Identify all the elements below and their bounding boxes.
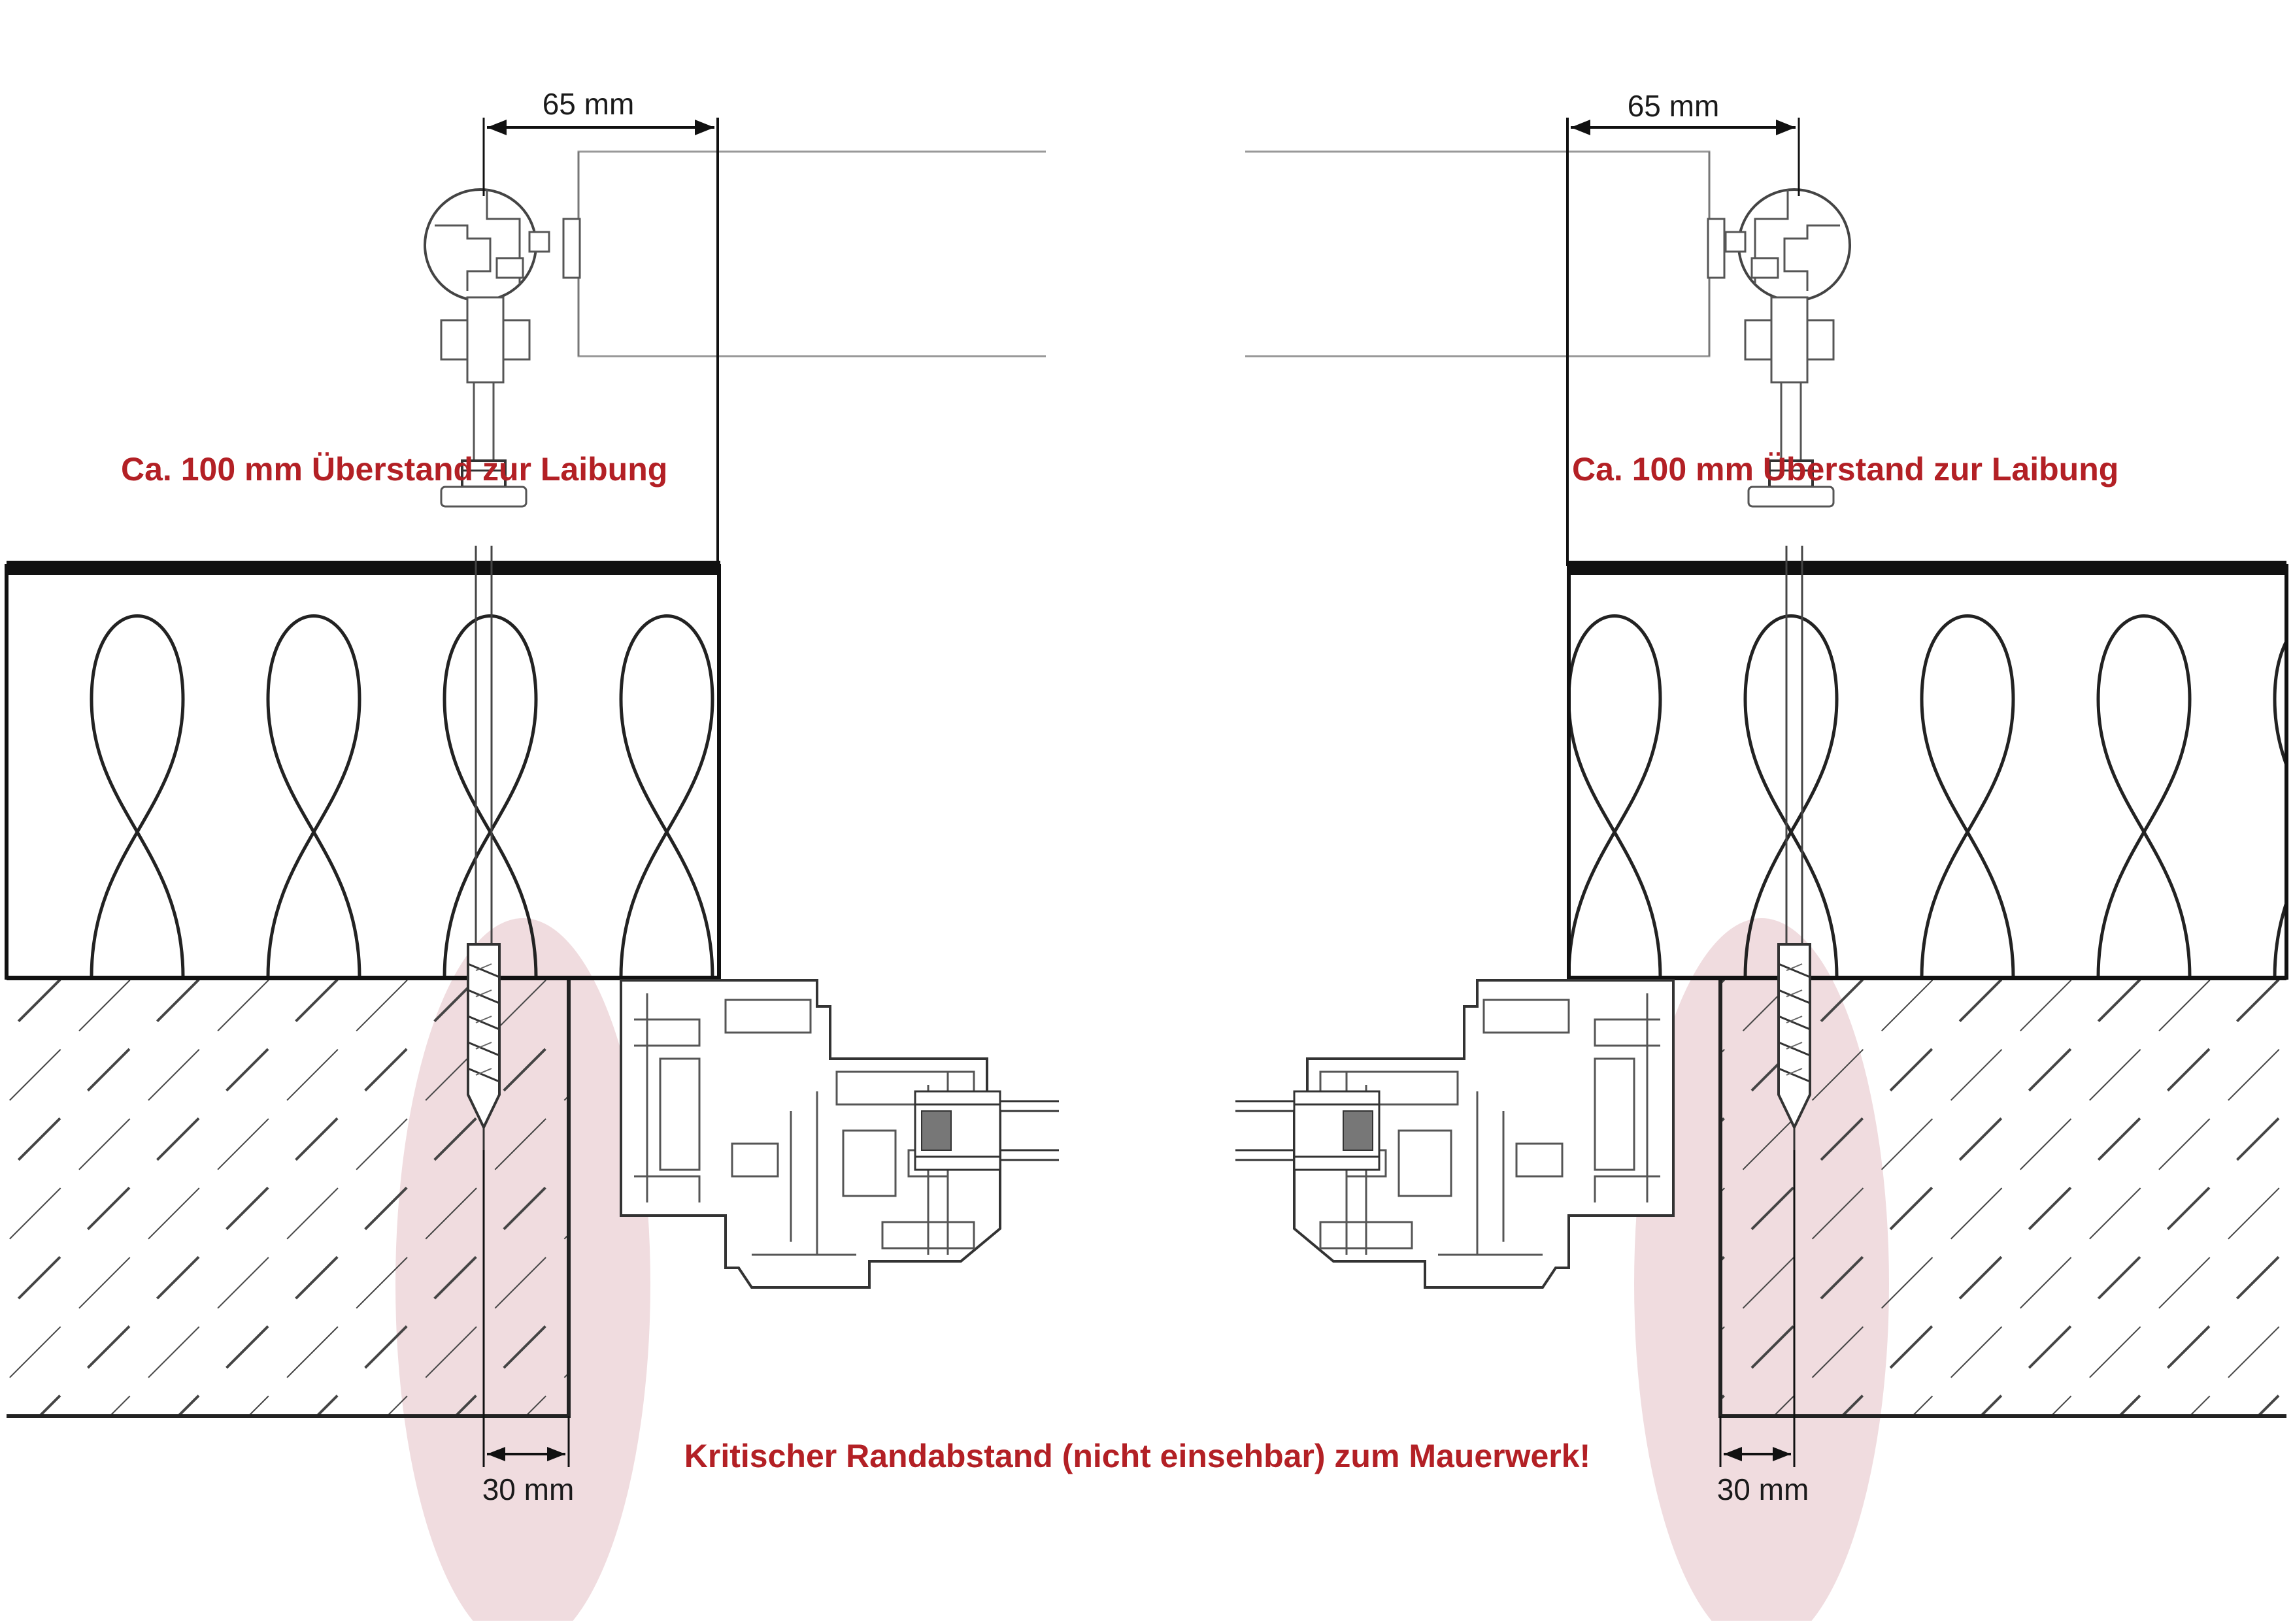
dim-label-bottom-left: 30 mm (482, 1472, 575, 1506)
shutter-box-left (577, 150, 1046, 357)
shutter-box-right (1245, 150, 1711, 357)
overhang-label-right: Ca. 100 mm Überstand zur Laibung (1572, 451, 2118, 488)
dim-label-top-left: 65 mm (543, 87, 635, 121)
insulation-left (5, 561, 721, 980)
mounting-bracket-left (424, 188, 581, 508)
dim-label-top-right: 65 mm (1628, 89, 1720, 123)
dimension-top-left (482, 118, 719, 566)
insulation-right (1567, 561, 2288, 980)
anchor-screw-left (467, 544, 501, 1201)
window-frame-right (1234, 979, 1675, 1289)
dim-label-bottom-right: 30 mm (1717, 1472, 1809, 1506)
masonry-right (1569, 976, 2286, 1418)
anchor-screw-right (1777, 544, 1811, 1201)
mounting-bracket-right (1707, 188, 1851, 508)
overhang-label-left: Ca. 100 mm Überstand zur Laibung (121, 451, 667, 488)
dimension-bottom-right (1719, 1150, 1796, 1467)
critical-note: Kritischer Randabstand (nicht einsehbar)… (684, 1438, 1590, 1474)
dimension-top-right (1566, 118, 1800, 566)
window-frame-left (620, 979, 1060, 1289)
dimension-bottom-left (482, 1150, 570, 1467)
